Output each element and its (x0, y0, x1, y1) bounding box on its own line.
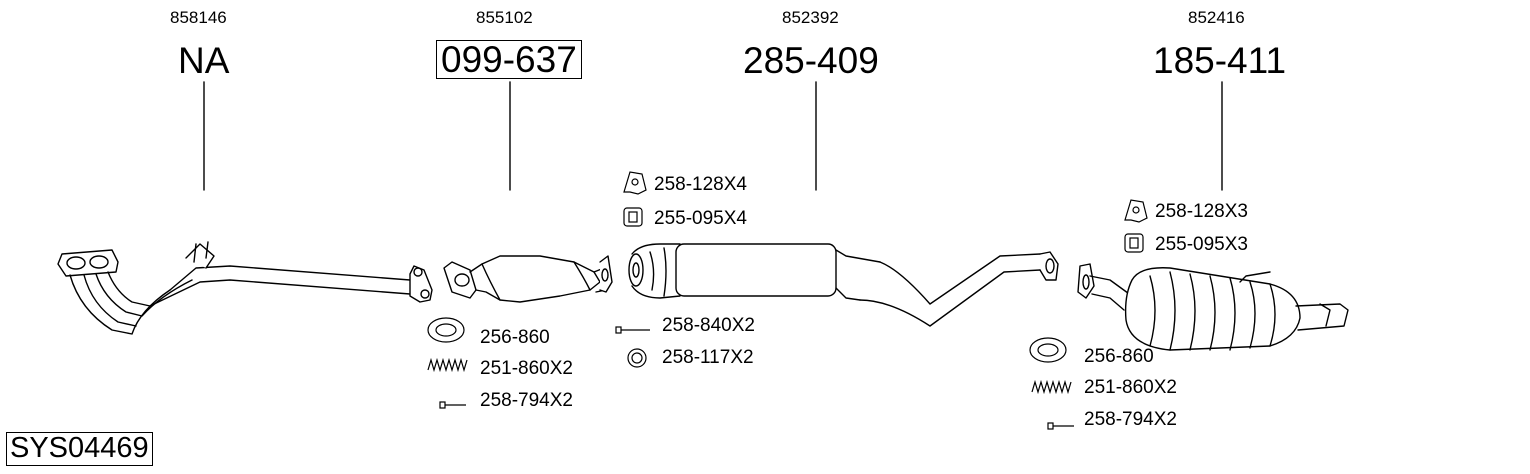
hanger-icon (1124, 199, 1148, 223)
accessory-hanger-label[interactable]: 258-128X4 (654, 174, 747, 195)
part-ref-manifold: 858146 (170, 8, 227, 27)
system-code-label: SYS04469 (6, 432, 153, 466)
spring-icon (1031, 379, 1072, 395)
accessory-spring-label[interactable]: 251-860X2 (480, 358, 573, 379)
accessory-ring-label[interactable]: 258-117X2 (662, 347, 754, 368)
gasket-icon (1029, 337, 1067, 363)
middle-silencer-drawing (628, 243, 1059, 327)
rubber-mount-icon (1124, 233, 1144, 253)
part-ref-middle-silencer: 852392 (782, 8, 839, 27)
catalyst-drawing (443, 255, 613, 303)
part-code-middle-silencer[interactable]: 285-409 (743, 40, 879, 81)
spring-icon (427, 357, 468, 373)
accessory-hanger-label[interactable]: 258-128X3 (1155, 201, 1248, 222)
front-pipe-manifold-drawing (57, 241, 433, 335)
accessory-bolt-label[interactable]: 258-794X2 (480, 390, 573, 411)
part-ref-rear-silencer: 852416 (1188, 8, 1245, 27)
rear-silencer-drawing (1077, 263, 1349, 351)
part-ref-catalyst: 855102 (476, 8, 533, 27)
bolt-icon (1047, 422, 1074, 430)
gasket-icon (427, 317, 465, 343)
rubber-mount-icon (623, 207, 643, 227)
accessory-rubber-mount-label[interactable]: 255-095X3 (1155, 234, 1248, 255)
accessory-gasket-label[interactable]: 256-860 (480, 327, 550, 348)
bolt-icon (615, 326, 650, 334)
accessory-bolt-label[interactable]: 258-794X2 (1084, 409, 1177, 430)
accessory-rubber-mount-label[interactable]: 255-095X4 (654, 208, 747, 229)
ring-icon (627, 348, 647, 368)
part-code-manifold[interactable]: NA (178, 40, 230, 81)
hanger-icon (623, 171, 647, 195)
accessory-spring-label[interactable]: 251-860X2 (1084, 377, 1177, 398)
accessory-gasket-label[interactable]: 256-860 (1084, 346, 1154, 367)
part-code-catalyst[interactable]: 099-637 (436, 40, 582, 79)
accessory-bolt-label[interactable]: 258-840X2 (662, 315, 755, 336)
bolt-icon (439, 401, 466, 409)
part-code-rear-silencer[interactable]: 185-411 (1153, 40, 1287, 81)
